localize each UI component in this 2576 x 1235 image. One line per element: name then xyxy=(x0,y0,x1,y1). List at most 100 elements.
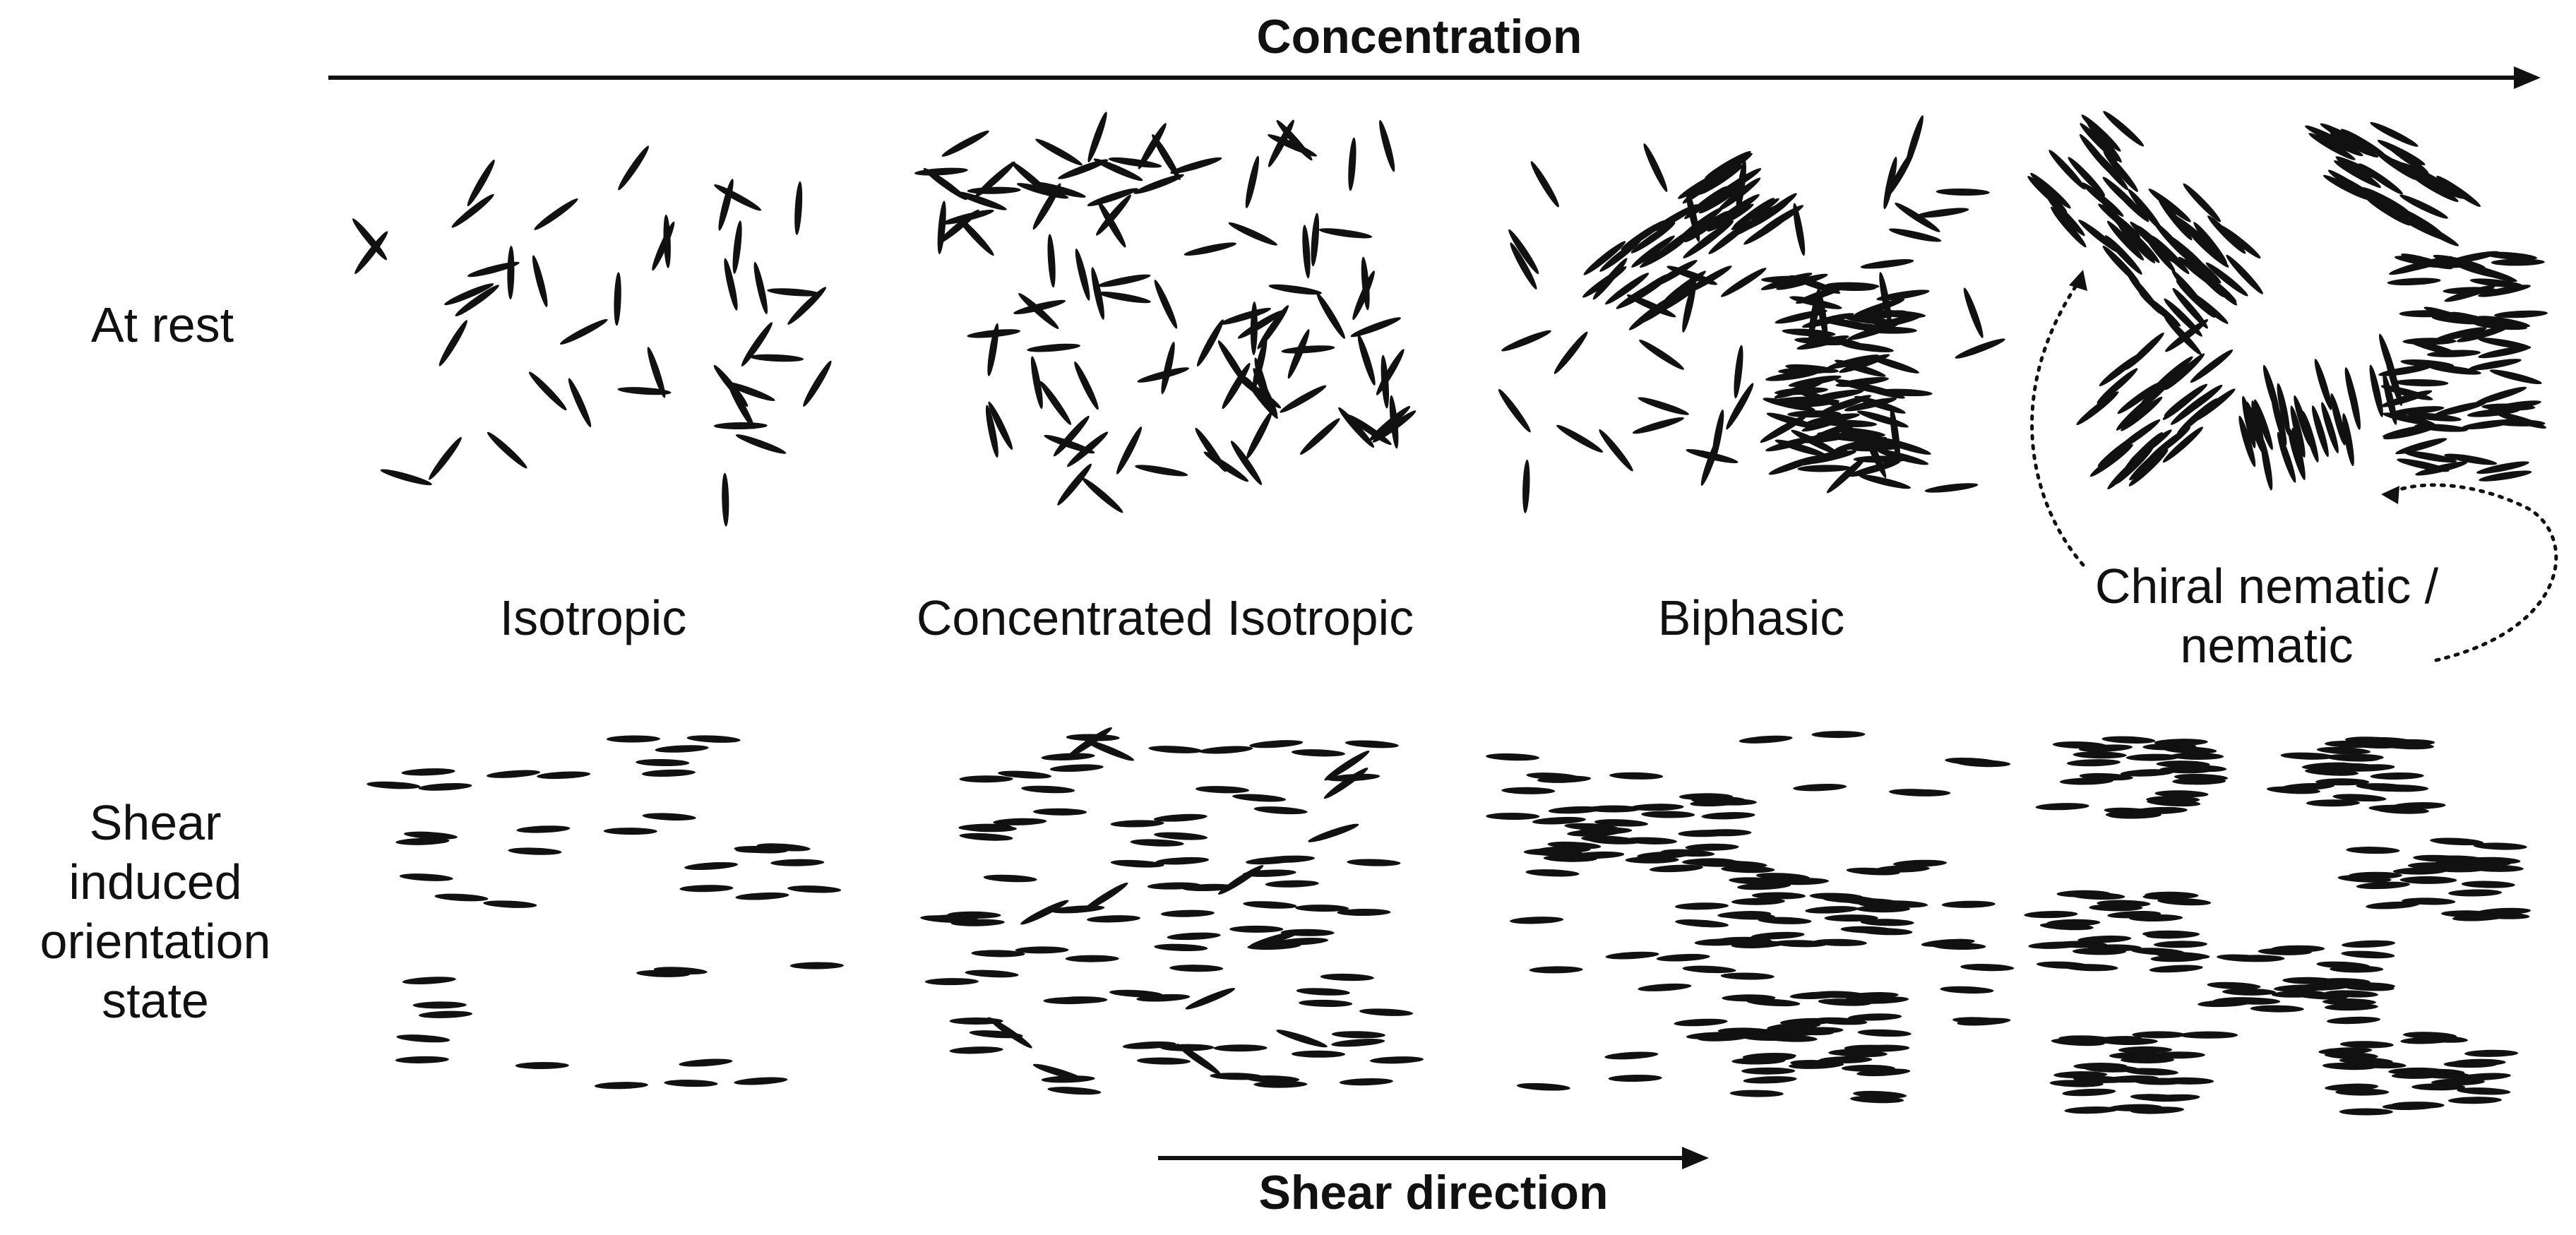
rod-sheared-concentrated xyxy=(1160,1044,1215,1051)
rod-sheared-biphasic-domain xyxy=(1746,998,1801,1007)
rod-nematic-domain xyxy=(2456,326,2509,342)
rod-sheared-biphasic-domain xyxy=(1685,843,1739,851)
rod-sheared-biphasic-free xyxy=(1609,772,1664,780)
rod-sheared-isotropic xyxy=(642,813,696,821)
rod-nematic-domain xyxy=(2330,393,2346,446)
rod-concentrated-isotropic xyxy=(1047,234,1056,288)
rod-isotropic xyxy=(767,288,821,297)
rod-sheared-nematic-domain xyxy=(2049,1080,2104,1087)
rod-isotropic xyxy=(444,283,494,306)
rod-sheared-nematic-domain xyxy=(2346,847,2400,854)
rod-nematic-domain xyxy=(2128,189,2163,231)
rod-sheared-concentrated xyxy=(1292,1050,1345,1058)
rod-nematic-domain xyxy=(2489,369,2542,385)
rod-sheared-concentrated xyxy=(1167,932,1221,941)
rod-biphasic-domain xyxy=(1698,164,1743,195)
rod-concentrated-isotropic xyxy=(1376,349,1405,395)
rod-sheared-nematic-domain xyxy=(2058,1035,2113,1043)
rod-concentrated-isotropic xyxy=(1299,418,1340,455)
rod-sheared-concentrated xyxy=(1324,751,1370,781)
rod-sheared-concentrated xyxy=(1041,753,1095,760)
rod-isotropic xyxy=(467,160,495,207)
rod-sheared-nematic-domain xyxy=(2130,1106,2184,1114)
rod-concentrated-isotropic xyxy=(1097,291,1151,304)
rod-isotropic xyxy=(724,381,775,401)
rod-isotropic xyxy=(652,221,675,271)
rod-nematic-domain xyxy=(2373,149,2418,181)
rod-sheared-concentrated xyxy=(1049,764,1104,772)
rod-nematic-domain xyxy=(2364,189,2409,220)
rod-nematic-domain xyxy=(2047,197,2085,237)
rod-nematic-domain xyxy=(2117,381,2161,414)
rod-sheared-concentrated xyxy=(959,775,1013,783)
rod-sheared-concentrated xyxy=(1246,1075,1300,1083)
rod-sheared-isotropic xyxy=(483,900,537,908)
rod-sheared-biphasic-domain xyxy=(1828,1049,1883,1056)
rod-nematic-domain xyxy=(2469,278,2524,288)
rod-sheared-nematic-domain xyxy=(2059,777,2113,785)
rod-nematic-domain xyxy=(2103,111,2145,147)
rod-sheared-biphasic-domain xyxy=(1698,829,1752,837)
rod-concentrated-isotropic xyxy=(1075,248,1090,301)
rod-sheared-nematic-domain xyxy=(2154,739,2208,746)
rod-concentrated-isotropic xyxy=(1152,133,1181,181)
rod-concentrated-isotropic xyxy=(1035,138,1083,166)
rod-isotropic xyxy=(803,360,832,407)
rod-sheared-concentrated xyxy=(1276,1030,1328,1048)
rod-nematic-domain xyxy=(2193,388,2236,422)
rod-sheared-biphasic-domain xyxy=(1856,905,1910,913)
rod-sheared-isotropic xyxy=(770,859,825,866)
rod-nematic-domain xyxy=(2205,262,2248,297)
rod-sheared-nematic-domain xyxy=(2324,1003,2378,1011)
rod-nematic-domain xyxy=(2152,356,2193,392)
rod-sheared-nematic-domain xyxy=(2413,854,2467,863)
rod-sheared-concentrated xyxy=(1032,1063,1085,1081)
rod-concentrated-isotropic xyxy=(1135,465,1188,477)
rod-sheared-biphasic-free xyxy=(1638,983,1692,991)
rod-sheared-nematic-domain xyxy=(2473,842,2527,850)
rod-nematic-domain xyxy=(2068,157,2106,196)
rod-sheared-biphasic-free xyxy=(1893,859,1947,867)
rod-biphasic-domain xyxy=(1605,273,1650,305)
rod-concentrated-isotropic xyxy=(937,201,946,255)
concentration-label: Concentration xyxy=(1256,10,1582,64)
rod-sheared-nematic-domain xyxy=(2097,900,2151,907)
rod-concentrated-isotropic xyxy=(988,401,1013,451)
rod-sheared-isotropic xyxy=(684,861,739,871)
rod-biphasic-domain xyxy=(1766,412,1818,429)
rod-sheared-biphasic-free xyxy=(1957,1018,2011,1026)
rod-nematic-domain xyxy=(2051,206,2087,248)
rod-sheared-concentrated xyxy=(983,874,1037,883)
rod-nematic-domain xyxy=(2076,391,2119,425)
rod-sheared-biphasic-free xyxy=(1940,986,1994,994)
rod-concentrated-isotropic xyxy=(1053,415,1090,457)
rod-sheared-isotropic xyxy=(399,873,453,881)
rod-nematic-domain xyxy=(2193,222,2228,265)
rod-sheared-isotropic xyxy=(679,885,734,893)
rod-concentrated-isotropic xyxy=(1030,356,1043,410)
rod-sheared-nematic-domain xyxy=(2296,983,2349,991)
rod-nematic-domain xyxy=(2172,287,2208,329)
rod-nematic-domain xyxy=(2331,172,2378,201)
rod-sheared-isotropic xyxy=(734,1077,788,1085)
rod-concentrated-isotropic xyxy=(1183,242,1236,256)
rod-nematic-domain xyxy=(2478,345,2532,359)
rod-sheared-nematic-domain xyxy=(2130,948,2185,955)
rod-nematic-domain xyxy=(2369,364,2383,417)
rod-sheared-nematic-domain xyxy=(2146,796,2200,804)
rod-sheared-isotropic xyxy=(403,831,458,840)
rod-sheared-concentrated xyxy=(1130,839,1184,847)
rod-nematic-domain xyxy=(2478,338,2532,350)
rod-sheared-concentrated xyxy=(1295,905,1349,912)
rod-sheared-biphasic-domain xyxy=(1741,1054,1796,1062)
rod-sheared-nematic-domain xyxy=(2457,859,2511,867)
rod-sheared-nematic-domain xyxy=(2327,1016,2380,1025)
rod-sheared-nematic-domain xyxy=(2368,784,2422,792)
rod-sheared-biphasic-domain xyxy=(1752,892,1806,900)
rod-isotropic xyxy=(451,193,494,228)
rod-nematic-domain xyxy=(2290,405,2306,458)
rod-sheared-biphasic-free xyxy=(1720,972,1775,980)
rod-concentrated-isotropic xyxy=(955,191,1007,210)
rod-sheared-concentrated xyxy=(993,818,1047,825)
rod-sheared-biphasic-free xyxy=(1674,1018,1728,1027)
